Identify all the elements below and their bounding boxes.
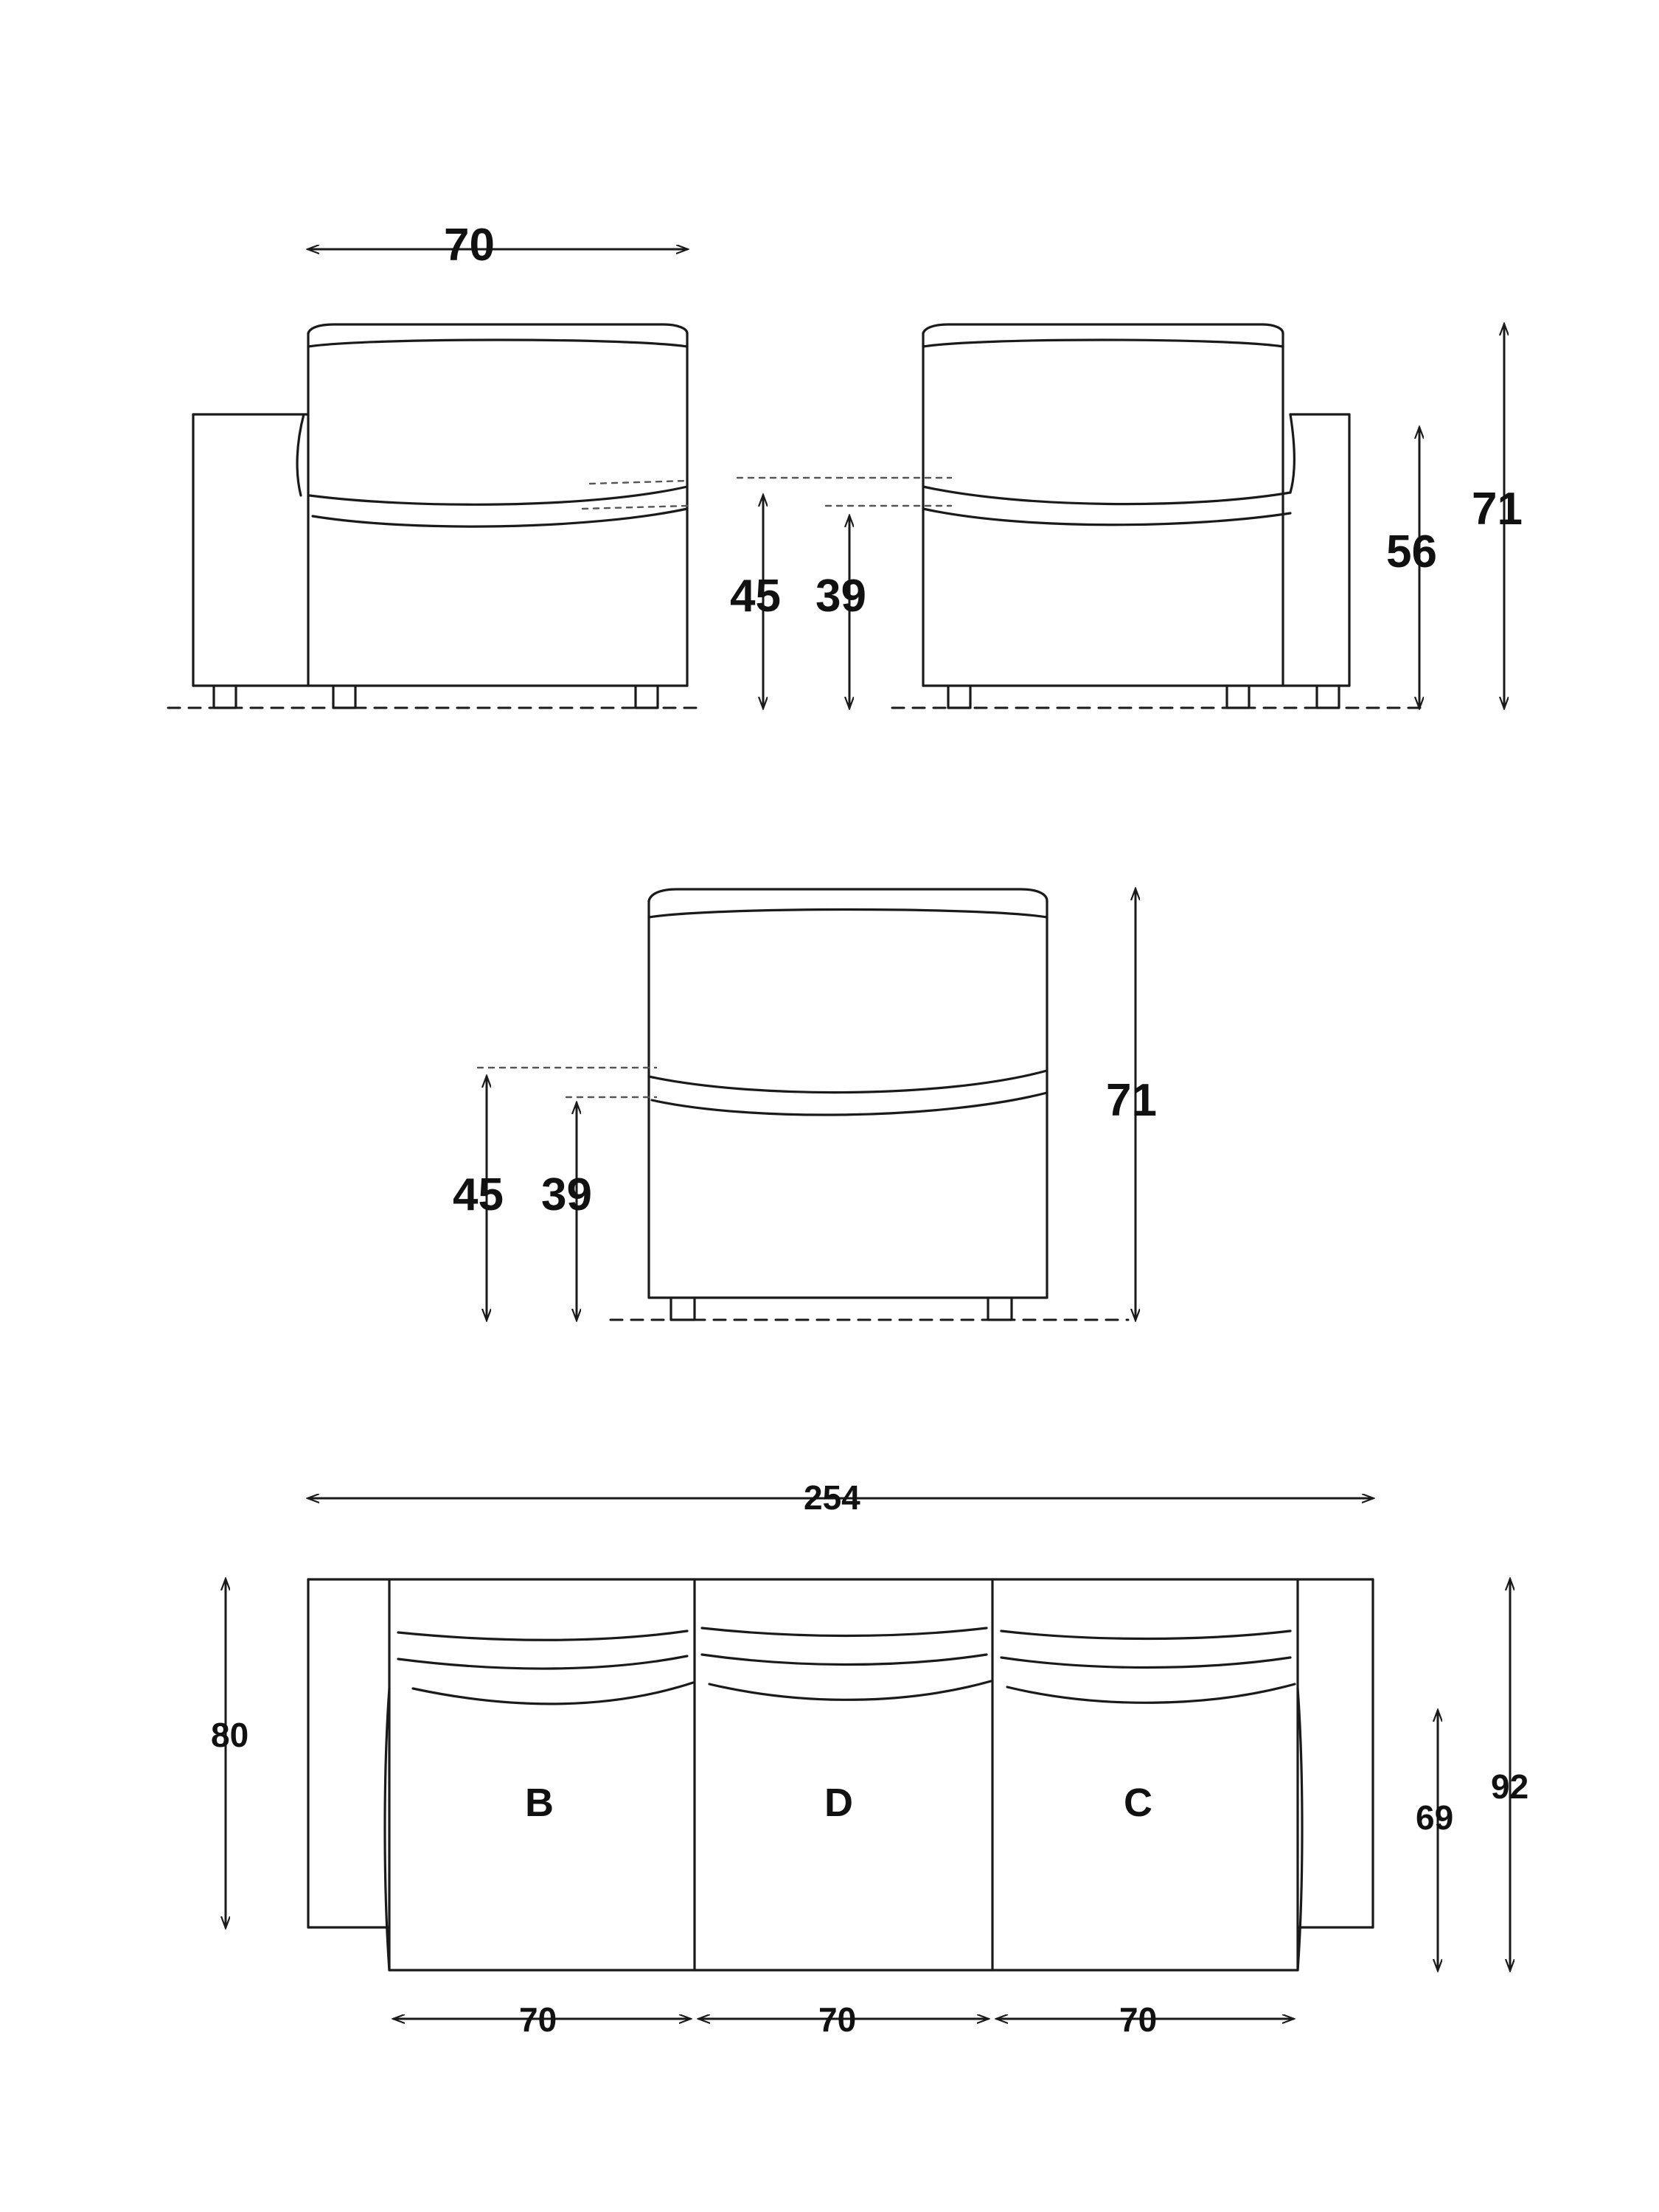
dim-label-70-d: 70: [818, 2000, 857, 2039]
dim-label-70-top: 70: [444, 220, 495, 271]
dim-label-71-right: 71: [1472, 484, 1523, 535]
view-left-arm-module: [167, 323, 700, 709]
dim-label-39-mid: 39: [541, 1169, 592, 1220]
dim-label-69: 69: [1416, 1798, 1454, 1837]
dim-label-71-mid: 71: [1106, 1075, 1157, 1126]
view-plan: [307, 1578, 1374, 1972]
dim-label-56: 56: [1386, 526, 1437, 577]
dim-label-254: 254: [804, 1478, 860, 1517]
dim-label-45-mid: 45: [453, 1169, 504, 1220]
dim-label-45-left: 45: [730, 571, 781, 622]
dim-label-80: 80: [211, 1716, 249, 1754]
module-label-d: D: [824, 1781, 853, 1825]
dim-label-92: 92: [1491, 1767, 1529, 1806]
dim-label-39-left: 39: [815, 571, 866, 622]
dim-label-70-b: 70: [519, 2000, 557, 2039]
dim-label-70-c: 70: [1119, 2000, 1158, 2039]
module-label-c: C: [1124, 1781, 1152, 1825]
module-label-b: B: [525, 1781, 554, 1825]
view-armless-module: [476, 888, 1130, 1321]
view-right-arm-module: [891, 323, 1425, 709]
